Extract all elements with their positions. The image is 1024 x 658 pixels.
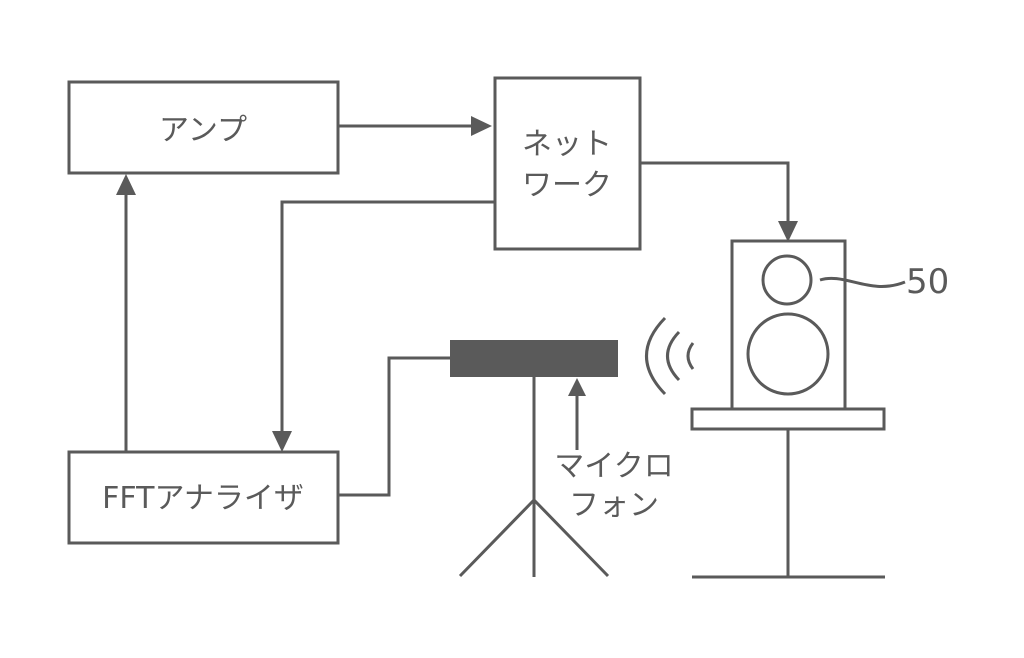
network-label-line1: ネット [522,127,612,162]
cable-fft-to-microphone [338,356,450,497]
sound-wave-middle [666,330,681,382]
microphone: マイクロ フォン [450,340,674,578]
sound-wave-outer [645,316,667,396]
speaker-leader-line [819,276,906,288]
sound-waves-icon [645,316,695,396]
arrow-amp-to-network [338,116,492,136]
speaker-stand [690,407,886,579]
speaker-tweeter [761,254,813,306]
network-label-line2: ワーク [522,168,612,203]
arrow-fft-to-amp [116,174,136,452]
speaker-ref-number: 50 [906,262,949,302]
amp-label: アンプ [159,113,247,148]
speaker-cabinet [730,239,847,411]
speaker-stand-shelf [690,407,886,431]
amp-block: アンプ [67,80,340,175]
arrow-network-to-fft [272,200,495,452]
fft-analyzer-block: FFTアナライザ [67,450,340,545]
sound-wave-inner [686,342,695,370]
microphone-label-line2: フォン [569,488,659,523]
microphone-tripod [458,377,610,578]
speaker: 50 [730,239,949,411]
network-box [493,76,642,251]
microphone-pointer-arrow [568,378,586,450]
network-block: ネット ワーク [493,76,642,251]
arrow-network-to-speaker [640,161,798,242]
microphone-body [450,340,618,377]
speaker-woofer [746,312,830,396]
fft-analyzer-label: FFTアナライザ [102,481,304,516]
amp-box [67,80,340,175]
fft-analyzer-box [67,450,340,545]
microphone-label-line1: マイクロ [554,449,673,484]
